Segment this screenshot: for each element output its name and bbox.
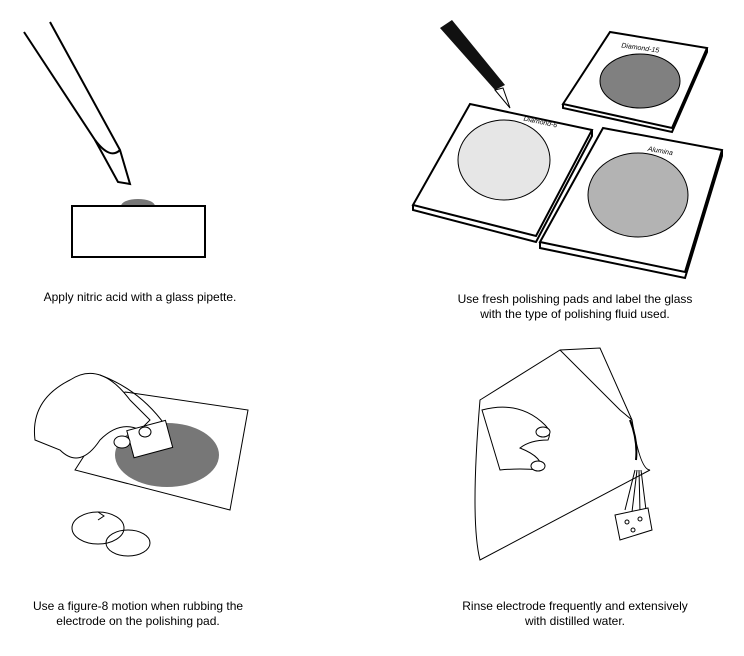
- pad-alumina: Alumina: [538, 126, 724, 280]
- caption-line: Apply nitric acid with a glass pipette.: [43, 290, 237, 304]
- pad-diamond-6: Diamond-6: [411, 102, 594, 244]
- pipette-illustration: [23, 21, 132, 186]
- pen-illustration: [440, 20, 511, 109]
- hand-illustration: [481, 406, 551, 472]
- electrode-illustration: [614, 507, 653, 541]
- caption-line: electrode on the polishing pad.: [56, 614, 220, 628]
- caption-line: Rinse electrode frequently and extensive…: [462, 599, 688, 613]
- water-stream: [624, 469, 647, 513]
- caption-apply-acid: Apply nitric acid with a glass pipette.: [0, 290, 280, 305]
- caption-rinse: Rinse electrode frequently and extensive…: [410, 599, 740, 629]
- pad-label: Alumina: [646, 146, 673, 157]
- wash-bottle-illustration: [474, 347, 651, 561]
- figure-8-motion-icon: [71, 511, 151, 557]
- hand-illustration: [33, 372, 174, 459]
- electrode-block: [71, 205, 206, 258]
- caption-line: Use fresh polishing pads and label the g…: [457, 292, 693, 306]
- caption-line: Use a figure-8 motion when rubbing the: [32, 599, 244, 613]
- pad-diamond-15: Diamond-15: [561, 30, 709, 134]
- caption-line: with the type of polishing fluid used.: [480, 307, 670, 321]
- caption-figure-8: Use a figure-8 motion when rubbing the e…: [0, 599, 276, 629]
- caption-polishing-pads: Use fresh polishing pads and label the g…: [410, 292, 740, 322]
- caption-line: with distilled water.: [524, 614, 626, 628]
